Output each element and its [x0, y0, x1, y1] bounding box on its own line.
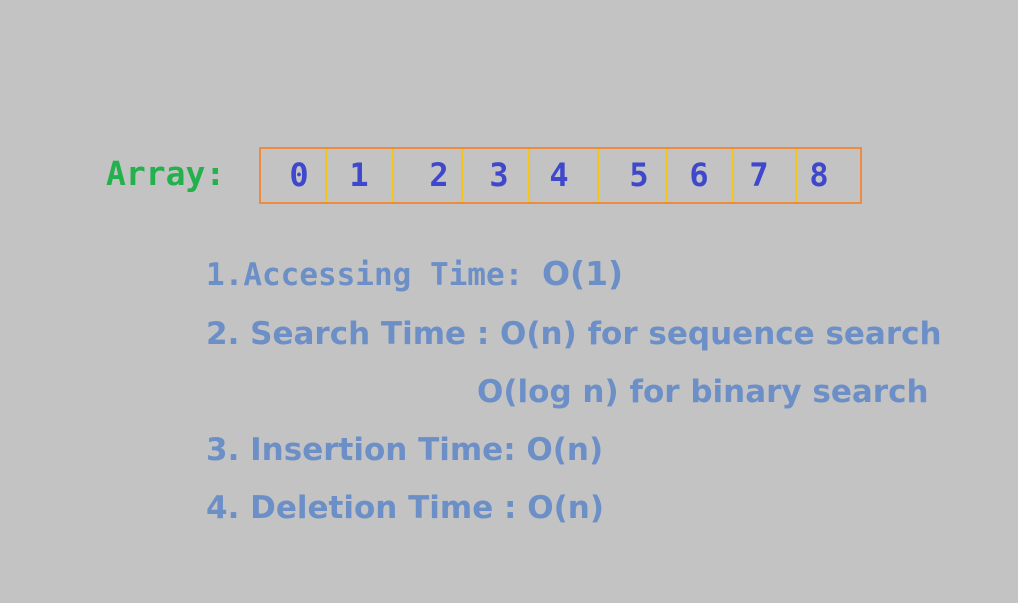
accessing-time-value: O(1): [541, 254, 624, 293]
cell-divider: [325, 149, 327, 202]
deletion-time: 4. Deletion Time : O(n): [206, 490, 604, 526]
cell-divider: [392, 149, 394, 202]
array-cell-2: 2: [429, 156, 449, 194]
array-cell-3: 3: [489, 156, 509, 194]
array-cell-7: 7: [749, 156, 769, 194]
array-cell-8: 8: [809, 156, 829, 194]
array-cell-4: 4: [549, 156, 569, 194]
array-cell-1: 1: [349, 156, 369, 194]
cell-divider: [732, 149, 734, 202]
cell-divider: [666, 149, 668, 202]
cell-divider: [461, 149, 463, 202]
search-time-binary: O(log n) for binary search: [477, 374, 929, 410]
cell-divider: [597, 149, 599, 202]
cell-divider: [795, 149, 797, 202]
search-time-sequence: 2. Search Time : O(n) for sequence searc…: [206, 316, 942, 352]
accessing-time-line: 1.Accessing Time: O(1): [206, 252, 623, 297]
accessing-time-label: 1.Accessing Time:: [206, 257, 542, 293]
array-cell-0: 0: [289, 156, 309, 194]
array-cell-5: 5: [629, 156, 649, 194]
array-cell-6: 6: [689, 156, 709, 194]
insertion-time: 3. Insertion Time: O(n): [206, 432, 604, 468]
cell-divider: [528, 149, 530, 202]
array-label: Array:: [106, 154, 226, 193]
array-diagram: 0 1 2 3 4 5 6 7 8: [259, 147, 862, 204]
